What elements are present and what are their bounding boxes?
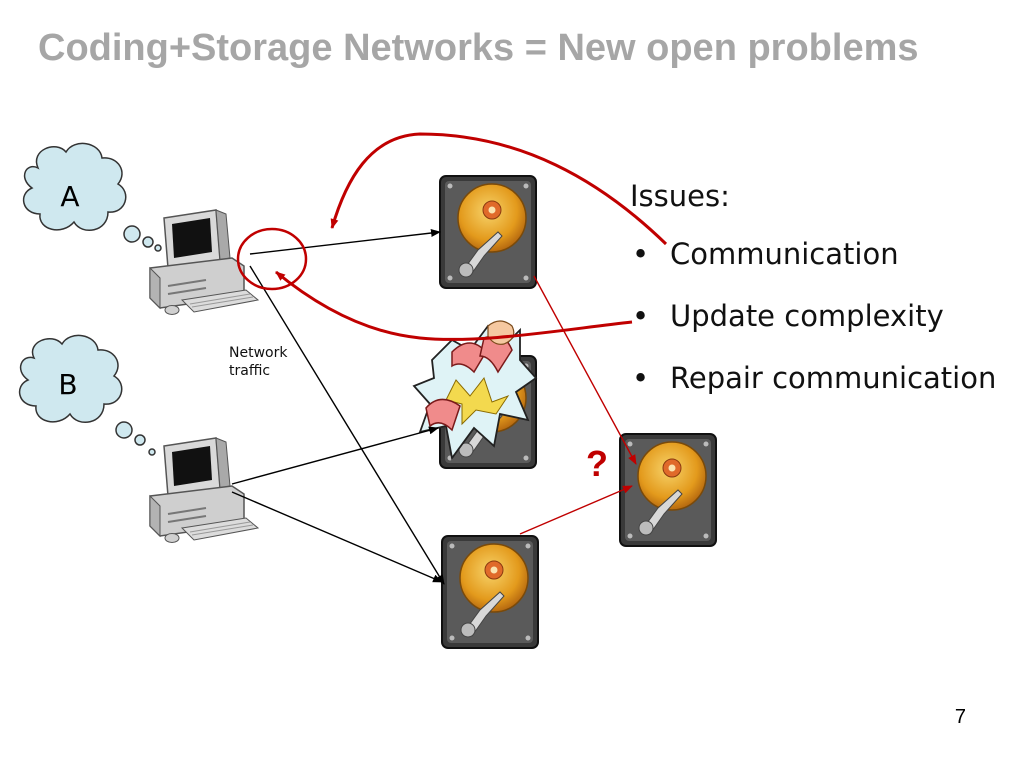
repair-arrows	[519, 275, 637, 535]
issues-heading: Issues:	[630, 179, 730, 213]
network-traffic-arrows	[231, 229, 445, 585]
hard-drive-icon	[441, 535, 539, 649]
cloud-label-a: A	[60, 180, 79, 213]
update-complexity-callout-arrow	[275, 270, 633, 341]
network-traffic-label-line2: traffic	[229, 363, 270, 379]
issue-item-repair-communication: • Repair communication	[630, 358, 1010, 398]
issue-label: Communication	[670, 237, 899, 271]
issue-label: Update complexity	[670, 299, 944, 333]
issues-list: • Communication • Update complexity • Re…	[630, 234, 1010, 398]
cloud-label-b: B	[58, 368, 77, 401]
thought-cloud-a: A	[22, 142, 162, 252]
page-number: 7	[954, 706, 966, 728]
broken-explosion-icon	[412, 320, 538, 461]
slide-title: Coding+Storage Networks = New open probl…	[38, 27, 919, 69]
traffic-highlight-circle	[236, 227, 308, 291]
hard-drive-icon	[439, 175, 537, 289]
bullet: •	[632, 361, 650, 395]
issue-item-update-complexity: • Update complexity	[630, 296, 1010, 336]
communication-callout-arrow	[330, 132, 668, 246]
desktop-computer-icon	[149, 209, 259, 316]
question-mark: ?	[586, 443, 608, 484]
issue-label: Repair communication	[670, 361, 997, 395]
bullet: •	[632, 299, 650, 333]
hard-drive-icon	[619, 433, 717, 547]
desktop-computer-icon	[149, 437, 259, 544]
issues-panel: Issues: • Communication • Update complex…	[630, 176, 1010, 420]
network-traffic-label-line1: Network	[229, 345, 288, 361]
thought-cloud-b: B	[18, 334, 156, 456]
bullet: •	[632, 237, 650, 271]
issue-item-communication: • Communication	[630, 234, 1010, 274]
